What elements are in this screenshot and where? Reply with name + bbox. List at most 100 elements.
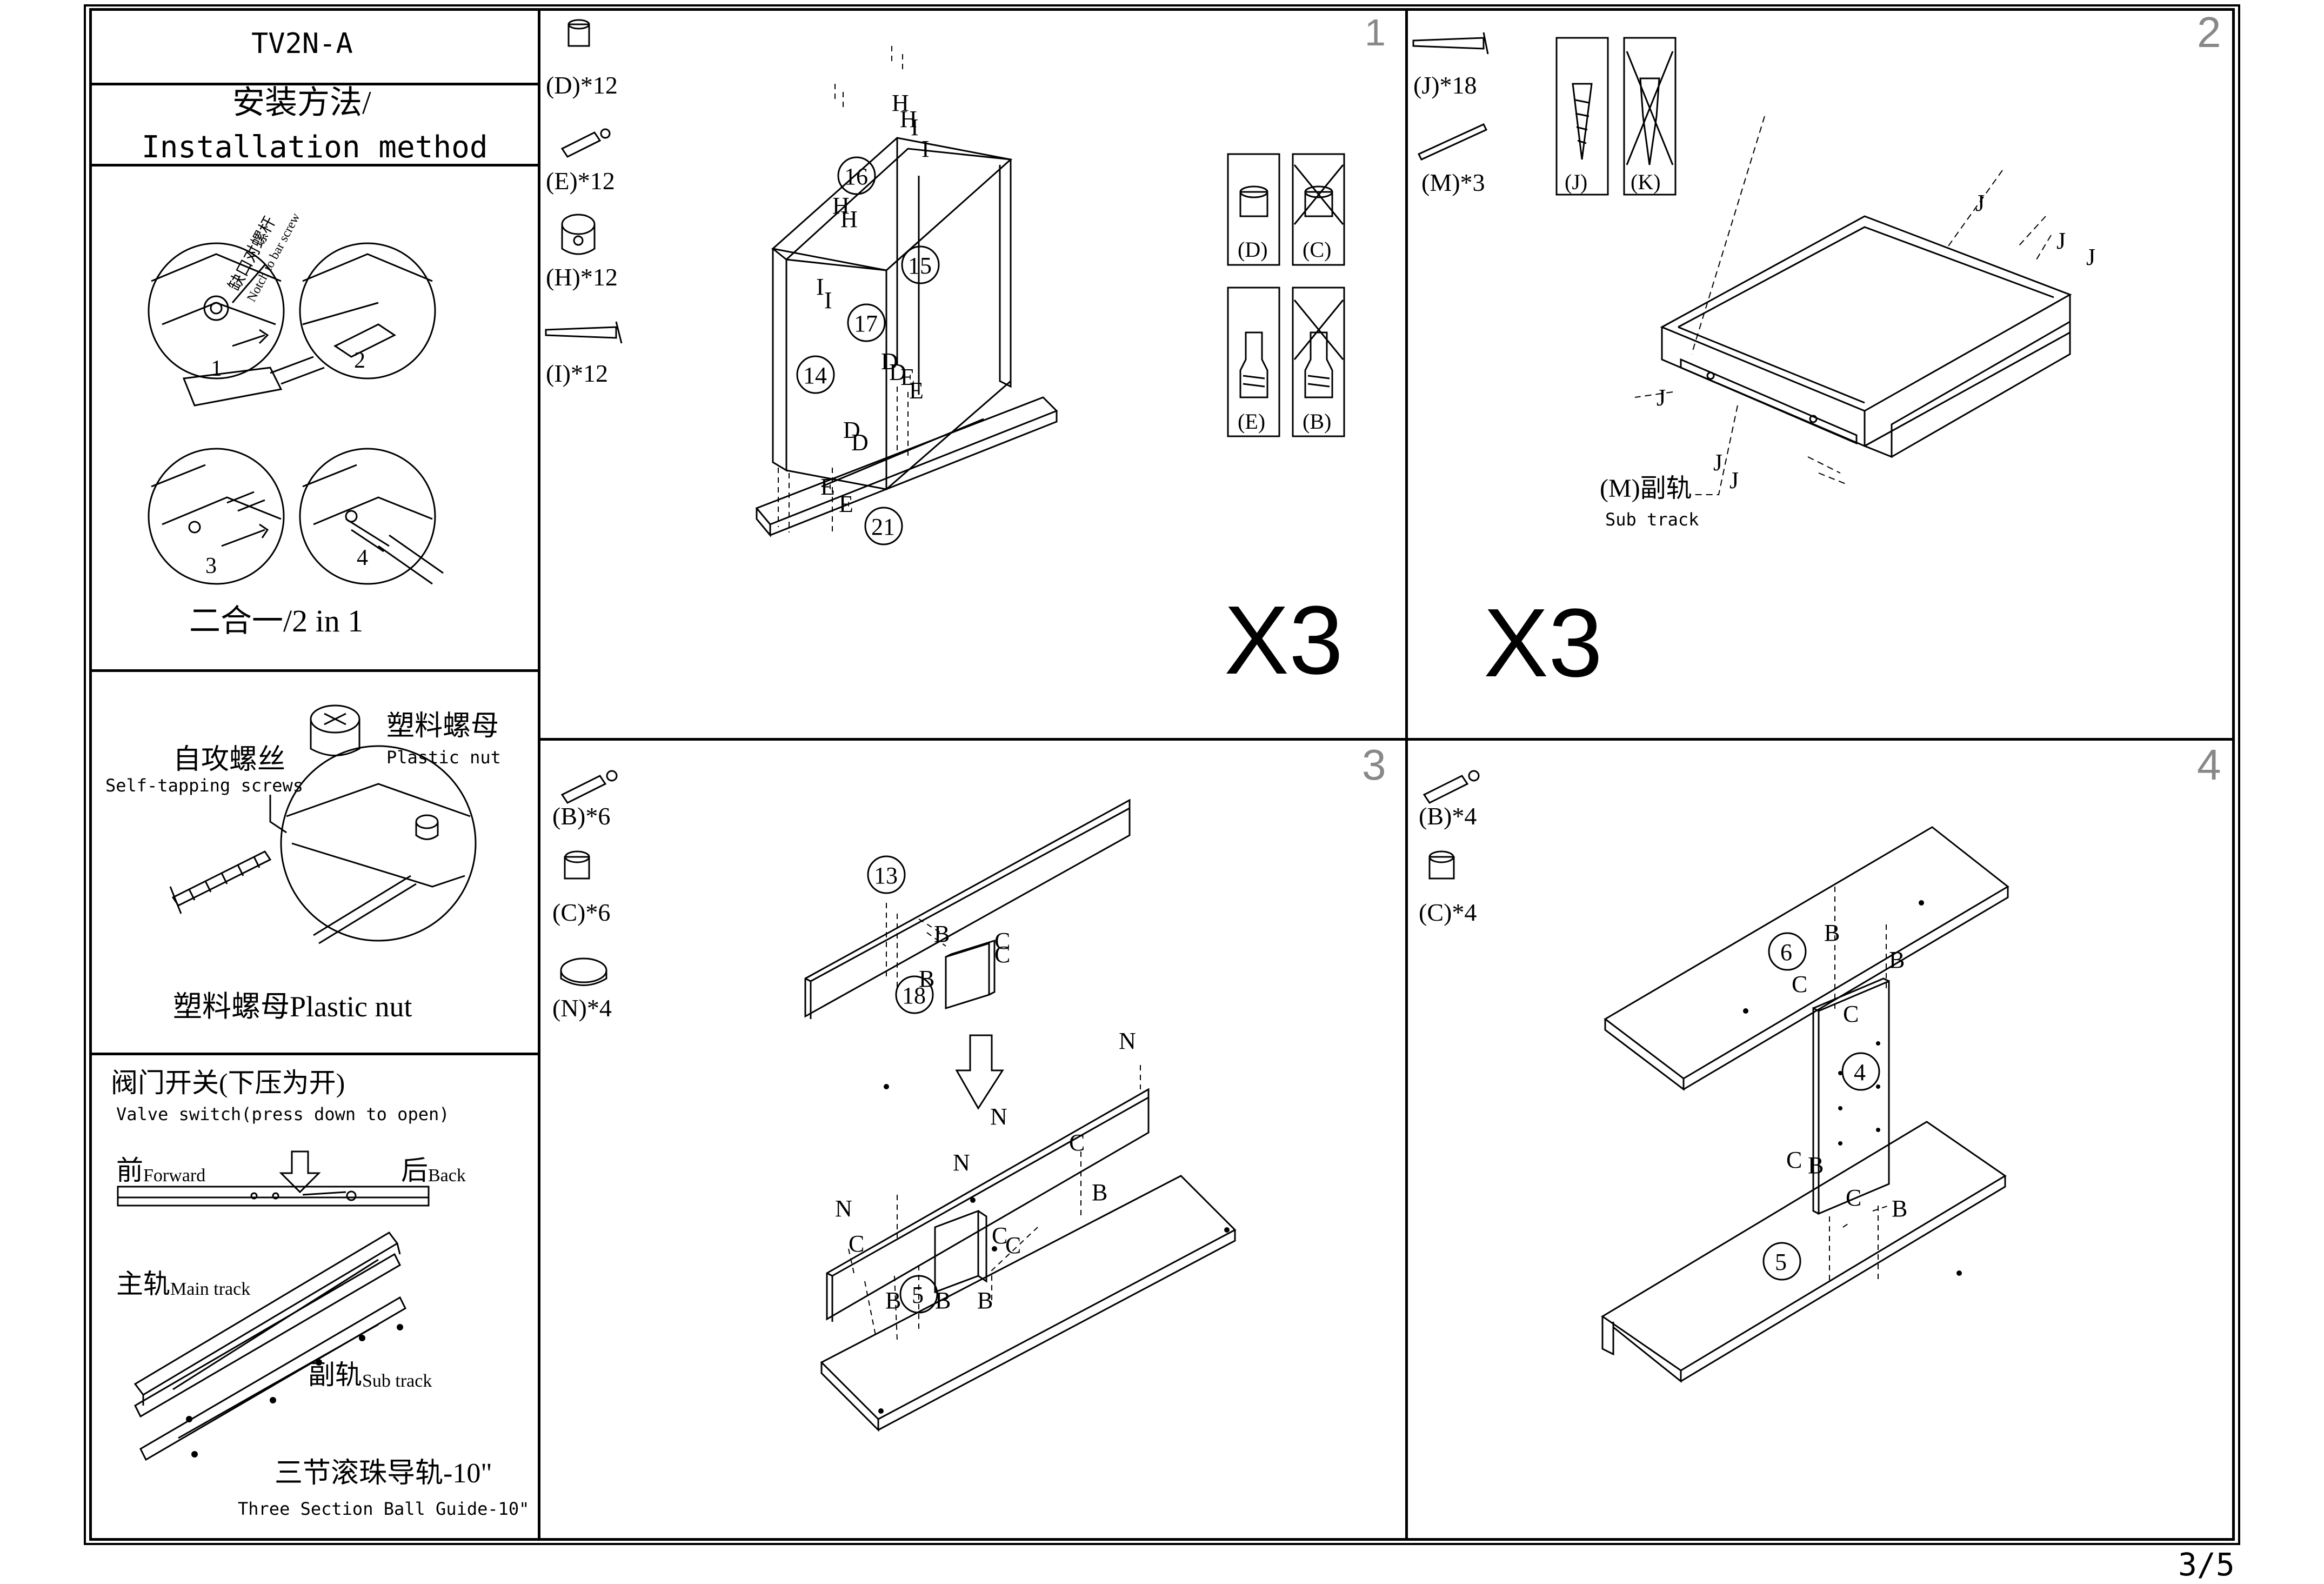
svg-text:N: N [1119, 1028, 1136, 1054]
svg-text:B: B [935, 1287, 951, 1314]
label-17: 17 [854, 310, 878, 337]
check-k [1623, 37, 1677, 196]
step-2-circle [299, 242, 436, 380]
board-4 [1818, 980, 1890, 1215]
sub-track-cn: 副轨 [308, 1360, 362, 1390]
valve-en: Valve switch(press down to open) [116, 1104, 450, 1124]
step-3-label: 3 [205, 554, 217, 578]
svg-text:J: J [1713, 449, 1722, 476]
cap-n-icon [560, 957, 607, 983]
svg-text:C: C [992, 1222, 1007, 1249]
check-b-label: (B) [1303, 409, 1331, 434]
panel-1-part-h: (H)*12 [546, 263, 618, 291]
panel-2-number: 2 [2197, 8, 2221, 56]
svg-text:B: B [1824, 920, 1840, 946]
svg-text:C: C [994, 928, 1010, 954]
svg-text:J: J [2086, 244, 2095, 270]
step-3-circle [148, 448, 285, 585]
inner-border [89, 8, 2235, 1541]
self-tapping-cn: 自攻螺丝 [173, 744, 286, 775]
rail-top-view [117, 1186, 430, 1207]
back-cn: 后 [401, 1155, 428, 1186]
board-5 [820, 1175, 1237, 1420]
svg-text:C: C [1792, 971, 1807, 997]
svg-text:B: B [1892, 1195, 1907, 1222]
svg-text:D: D [889, 359, 906, 385]
label-21: 21 [871, 514, 895, 540]
panel-2-multiplier: X3 [1484, 589, 1603, 697]
svg-text:B: B [934, 921, 950, 947]
sidebar-row-2 [89, 164, 540, 167]
drawer-box [1660, 215, 2072, 412]
step-4-circle [299, 448, 436, 585]
two-in-one-caption: 二合一/2 in 1 [189, 603, 364, 638]
panel-1-multiplier: X3 [1224, 586, 1344, 695]
bolt-b-icon-2 [1423, 775, 1469, 804]
nut-h-icon [561, 214, 596, 235]
label-14: 14 [803, 362, 827, 389]
sub-track-label-cn: (M)副轨 [1600, 474, 1692, 503]
bottom-board [755, 396, 1058, 525]
svg-text:N: N [835, 1195, 852, 1222]
guide-en: Three Section Ball Guide-10" [238, 1499, 530, 1519]
label-15: 15 [908, 252, 932, 279]
svg-text:J: J [2056, 228, 2066, 254]
board-5-bottom [1601, 1121, 2007, 1372]
panel-3-part-b: (B)*6 [552, 802, 611, 830]
svg-text:J: J [1975, 190, 1985, 216]
plastic-nut-en: Plastic nut [386, 747, 501, 768]
svg-text:C: C [849, 1230, 864, 1257]
svg-text:E: E [839, 491, 853, 517]
panel-1-part-i: (I)*12 [546, 360, 608, 387]
check-c [1292, 153, 1345, 266]
sub-track-label-en: Sub track [1605, 509, 1699, 530]
svg-text:B: B [1889, 947, 1905, 973]
label-5-p4: 5 [1775, 1249, 1787, 1275]
self-tapping-en: Self-tapping screws [105, 775, 304, 796]
valve-cn: 阀门开关(下压为开) [111, 1068, 345, 1098]
cam-d-icon [567, 23, 590, 47]
label-18: 18 [902, 982, 926, 1009]
plastic-nut-caption: 塑料螺母Plastic nut [173, 990, 412, 1023]
divider-middle [1405, 8, 1408, 1541]
outer-border [84, 4, 2240, 1545]
svg-text:D: D [881, 348, 898, 375]
svg-text:C: C [1786, 1147, 1802, 1173]
step-4-label: 4 [357, 545, 368, 570]
sidebar-row-1 [89, 83, 540, 85]
svg-text:C: C [1069, 1129, 1085, 1156]
check-j [1555, 37, 1609, 196]
check-j-label: (J) [1565, 170, 1587, 194]
label-6: 6 [1780, 939, 1792, 966]
check-d-label: (D) [1238, 237, 1268, 262]
screw-i-icon [545, 321, 623, 344]
panel-4-part-b: (B)*4 [1419, 802, 1477, 830]
divider-sidebar [538, 8, 540, 1541]
svg-text:B: B [1092, 1179, 1107, 1206]
back-en: Back [428, 1166, 466, 1186]
method-title-cn: 安装方法/ [232, 85, 371, 121]
panel-2-part-j: (J)*18 [1413, 71, 1477, 99]
panel-1-part-e: (E)*12 [546, 167, 615, 195]
check-e [1227, 287, 1280, 437]
svg-text:I: I [921, 136, 930, 162]
panel-1-number: 1 [1365, 11, 1386, 54]
label-13: 13 [874, 862, 898, 889]
rail-m-icon [1417, 123, 1488, 161]
svg-text:J: J [1657, 384, 1666, 411]
panel-4-part-c: (C)*4 [1419, 899, 1477, 926]
svg-text:H: H [900, 106, 917, 132]
model-title: TV2N-A [251, 28, 353, 60]
sidebar-drawings: 1 2 3 4 缺口对螺杆 Notch to bar screw [117, 210, 477, 1461]
plastic-nut-circle [280, 745, 477, 942]
label-4: 4 [1854, 1059, 1866, 1086]
svg-text:N: N [990, 1103, 1007, 1130]
method-title-en: Installation method [142, 130, 488, 165]
check-d [1227, 153, 1280, 266]
guide-cn: 三节滚珠导轨-10" [275, 1458, 492, 1489]
sidebar-row-4 [89, 1053, 540, 1055]
panel-4-number: 4 [2197, 741, 2221, 789]
sub-track-en: Sub track [362, 1371, 432, 1391]
panel-2-part-m: (M)*3 [1421, 169, 1485, 196]
forward-en: Forward [143, 1166, 206, 1186]
